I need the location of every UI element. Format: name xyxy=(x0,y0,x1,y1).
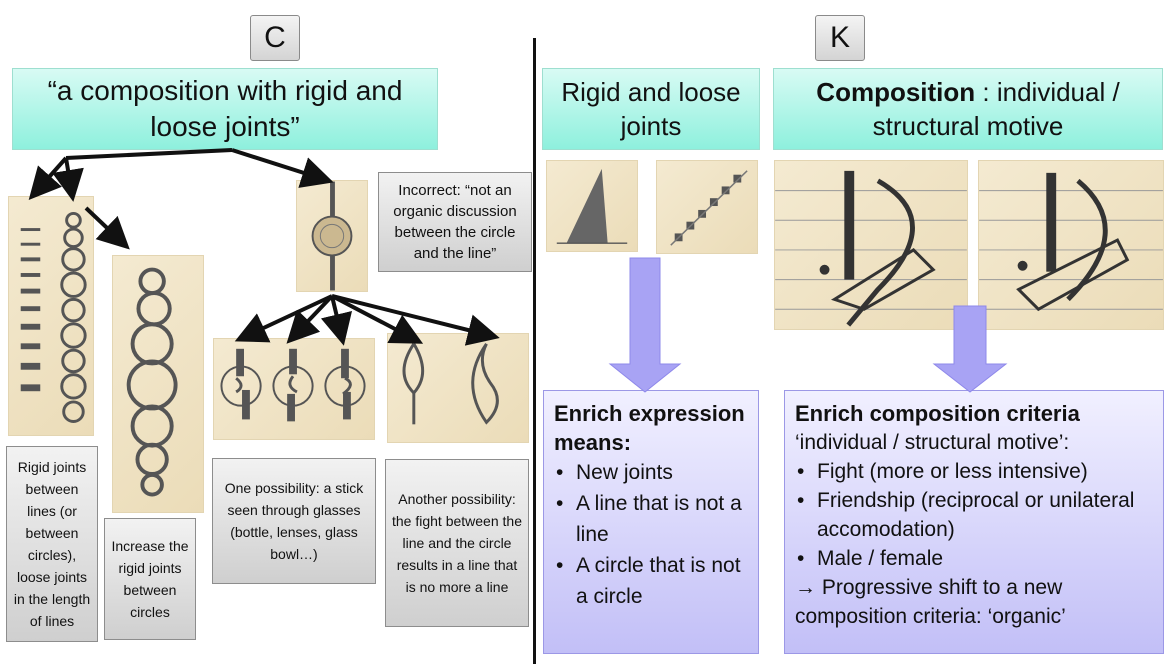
arrow xyxy=(65,148,233,160)
sketch-loose-joints xyxy=(656,160,758,254)
composition-title: “a composition with rigid and loose join… xyxy=(47,75,403,142)
composition-header: Composition : individual / structural mo… xyxy=(784,75,1152,143)
joints-header-box: Rigid and loose joints xyxy=(542,68,760,150)
sketch-rigid-joint xyxy=(546,160,638,252)
section-divider xyxy=(533,38,536,664)
list-item: •A line that is not a line xyxy=(556,492,742,546)
arrow xyxy=(320,295,353,346)
incorrect-note-text: Incorrect: “not an organic discussion be… xyxy=(393,182,517,262)
caption-rigid-joints-text: Rigid joints between lines (or between c… xyxy=(13,459,91,629)
enrich-composition-list: •Fight (more or less intensive) •Friends… xyxy=(795,457,1153,573)
sketch-sticks-through-glasses xyxy=(213,338,375,440)
section-label-k: K xyxy=(815,15,865,61)
list-item: •A circle that is not a circle xyxy=(556,554,741,608)
list-item-text: New joints xyxy=(576,461,673,484)
composition-header-bold: Composition xyxy=(816,77,976,107)
composition-title-box: “a composition with rigid and loose join… xyxy=(12,68,438,150)
enrich-composition-subtitle: ‘individual / structural motive’: xyxy=(795,431,1070,454)
enrich-composition-box: Enrich composition criteria ‘individual … xyxy=(784,390,1164,654)
list-item: •Male / female xyxy=(797,547,944,570)
down-arrow-expression xyxy=(608,257,682,393)
enrich-composition-title: Enrich composition criteria xyxy=(795,401,1080,426)
list-item-text: Male / female xyxy=(817,547,944,570)
arrow xyxy=(231,148,334,188)
arrow xyxy=(331,294,500,346)
list-item: •Fight (more or less intensive) xyxy=(797,460,1088,483)
arrow xyxy=(52,157,84,202)
sketch-lines-circles xyxy=(8,196,94,436)
list-item: •New joints xyxy=(556,461,673,484)
composition-header-box: Composition : individual / structural mo… xyxy=(773,68,1163,150)
list-item-text: Fight (more or less intensive) xyxy=(817,460,1088,483)
section-label-c: C xyxy=(250,15,300,61)
enrich-expression-box: Enrich expression means: •New joints •A … xyxy=(543,390,759,654)
sketch-chain-circles xyxy=(112,255,204,513)
enrich-composition-conclusion: → Progressive shift to a new composition… xyxy=(795,576,1066,628)
caption-possibility-two: Another possibility: the fight between t… xyxy=(385,459,529,627)
sketch-structural-motive xyxy=(978,160,1164,330)
caption-possibility-one-text: One possibility: a stick seen through gl… xyxy=(224,480,364,562)
sketch-individual-motive xyxy=(774,160,968,330)
joints-header: Rigid and loose joints xyxy=(561,77,741,141)
caption-possibility-one: One possibility: a stick seen through gl… xyxy=(212,458,376,584)
sketch-line-not-a-line xyxy=(387,333,529,443)
arrow xyxy=(28,156,68,200)
caption-increase-rigid: Increase the rigid joints between circle… xyxy=(104,518,196,640)
arrow xyxy=(286,294,334,344)
list-item-text: A circle that is not a circle xyxy=(576,554,741,608)
composition-header-rest: : individual / structural motive xyxy=(872,77,1120,141)
enrich-expression-title: Enrich expression means: xyxy=(554,401,745,455)
list-item-text: Friendship (reciprocal or unilateral acc… xyxy=(817,489,1135,541)
caption-rigid-joints: Rigid joints between lines (or between c… xyxy=(6,446,98,642)
caption-possibility-two-text: Another possibility: the fight between t… xyxy=(392,491,522,595)
enrich-expression-list: •New joints •A line that is not a line •… xyxy=(554,457,748,612)
list-item: •Friendship (reciprocal or unilateral ac… xyxy=(797,489,1135,541)
caption-increase-rigid-text: Increase the rigid joints between circle… xyxy=(111,538,189,620)
arrow xyxy=(234,294,333,343)
incorrect-note: Incorrect: “not an organic discussion be… xyxy=(378,172,532,272)
sketch-circle-on-stick xyxy=(296,180,368,292)
list-item-text: A line that is not a line xyxy=(576,492,742,546)
